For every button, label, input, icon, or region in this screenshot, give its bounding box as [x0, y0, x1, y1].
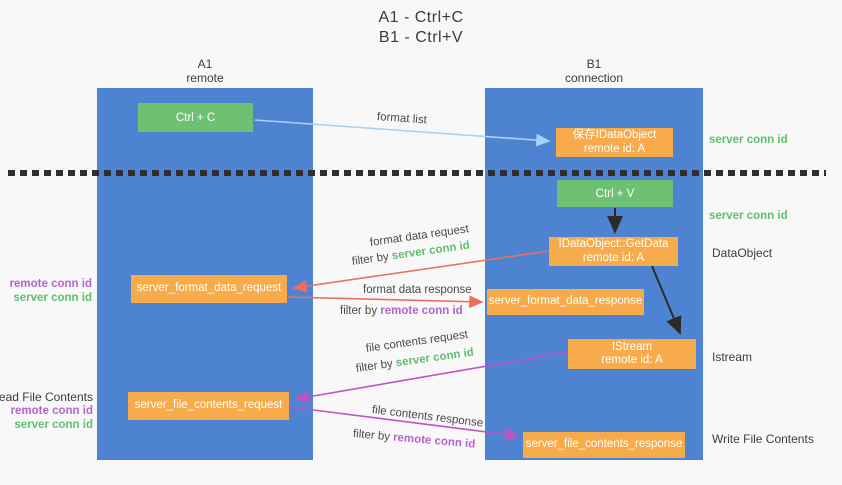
title-line-2: B1 - Ctrl+V — [378, 29, 464, 46]
ctrl-c-box: Ctrl + C — [138, 103, 253, 132]
server-format-data-response-label: server_format_data_response — [488, 295, 643, 308]
filter-by-text-1: filter by — [351, 250, 393, 268]
filter-by-text-3: filter by — [355, 357, 397, 375]
server-file-contents-response-label: server_file_contents_response — [525, 438, 683, 451]
diagram-title: A1 - Ctrl+C B1 - Ctrl+V — [0, 8, 842, 48]
file-contents-response-label: file contents response — [371, 404, 484, 430]
session-divider — [8, 170, 826, 176]
lifeline-b1-name: B1 — [586, 57, 602, 71]
conn-id-pair-format: remote conn id server conn id — [10, 277, 92, 305]
read-file-contents-annotation: Read File Contents — [0, 390, 93, 404]
getdata-box: IDataObject::GetData remote id: A — [549, 237, 678, 266]
istream-line2: remote id: A — [601, 354, 663, 366]
file-contents-response-filter-label: filter by remote conn id — [352, 428, 475, 451]
lifeline-a1-name: A1 — [197, 57, 213, 71]
filter-remote-conn-id-1: remote conn id — [380, 305, 463, 317]
save-idataobject-box: 保存IDataObject remote id: A — [556, 128, 673, 157]
save-idataobject-line1: 保存IDataObject — [572, 129, 657, 141]
ctrl-c-label: Ctrl + C — [175, 111, 216, 124]
remote-conn-id-annotation-2: remote conn id — [10, 405, 93, 417]
ctrl-v-box: Ctrl + V — [557, 180, 673, 207]
server-format-data-request-box: server_format_data_request — [131, 275, 287, 303]
server-format-data-request-label: server_format_data_request — [136, 282, 282, 295]
getdata-line1: IDataObject::GetData — [558, 238, 669, 250]
format-list-label: format list — [376, 111, 428, 127]
format-data-response-label: format data response — [363, 284, 472, 296]
server-conn-id-annotation-1: server conn id — [709, 134, 788, 146]
filter-server-conn-id-2: server conn id — [395, 346, 475, 370]
dataobject-annotation: DataObject — [712, 246, 773, 260]
filter-by-text-4: filter by — [352, 428, 394, 444]
read-file-contents-block: Read File Contents remote conn id server… — [0, 390, 93, 432]
ctrl-v-label: Ctrl + V — [595, 187, 635, 200]
server-conn-id-annotation-left-2: server conn id — [14, 419, 93, 431]
istream-line1: IStream — [611, 340, 653, 353]
arrow-format-data-response — [287, 295, 484, 309]
lifeline-a1-role: remote — [186, 71, 224, 85]
istream-box: IStream remote id: A — [568, 339, 696, 369]
lifeline-header-b1: B1 connection — [485, 57, 703, 85]
format-data-request-filter-label: filter by server conn id — [351, 240, 470, 268]
getdata-line2: remote id: A — [582, 251, 645, 264]
format-data-response-filter-label: filter by remote conn id — [340, 305, 463, 317]
istream-annotation: Istream — [712, 350, 753, 364]
lifeline-b1-role: connection — [564, 71, 624, 85]
save-idataobject-line2: remote id: A — [583, 142, 646, 155]
server-file-contents-request-box: server_file_contents_request — [128, 392, 289, 420]
remote-conn-id-annotation-1: remote conn id — [9, 278, 92, 290]
filter-remote-conn-id-2: remote conn id — [392, 431, 476, 451]
write-file-contents-annotation: Write File Contents — [712, 432, 814, 446]
server-conn-id-annotation-left-1: server conn id — [13, 292, 92, 304]
title-line-1: A1 - Ctrl+C — [378, 9, 464, 26]
server-format-data-response-box: server_format_data_response — [487, 289, 644, 315]
server-conn-id-annotation-2: server conn id — [709, 210, 788, 222]
server-file-contents-response-box: server_file_contents_response — [523, 432, 685, 458]
server-file-contents-request-label: server_file_contents_request — [134, 399, 283, 412]
filter-by-text-2: filter by — [340, 305, 381, 317]
lifeline-header-a1: A1 remote — [97, 57, 313, 85]
